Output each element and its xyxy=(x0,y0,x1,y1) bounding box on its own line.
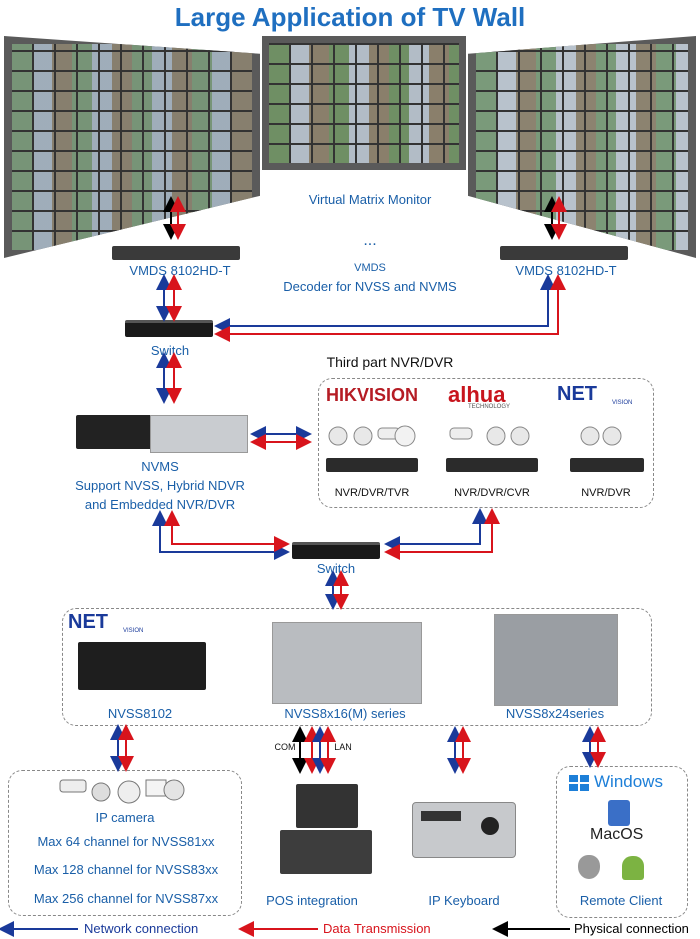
hikvision-logo: HIKVISION xyxy=(326,385,419,405)
legend-data: Data Transmission xyxy=(323,921,431,936)
monitor-wall-right xyxy=(468,36,696,258)
decoder-left-device xyxy=(112,246,240,260)
monitor-wall-center xyxy=(262,36,466,170)
netvision-logo-bottom: NET xyxy=(68,611,108,633)
ip-camera-icon xyxy=(59,779,185,804)
switch-mid-label: Switch xyxy=(316,561,356,576)
third-party-title: Third part NVR/DVR xyxy=(326,354,454,370)
remote-client-group xyxy=(556,766,688,918)
netvision-sub-top: VISION xyxy=(612,400,633,406)
nvr-label-netvision: NVR/DVR xyxy=(581,487,631,499)
max128-label: Max 128 channel for NVSS83xx xyxy=(33,862,219,877)
netvision-logo-top: NET xyxy=(557,383,597,405)
nvss8x24-label: NVSS8x24series xyxy=(505,706,605,721)
virtual-matrix-label: Virtual Matrix Monitor xyxy=(308,192,432,207)
pos-screen xyxy=(296,784,358,828)
max256-label: Max 256 channel for NVSS87xx xyxy=(33,891,219,906)
macos-label: MacOS xyxy=(590,826,644,843)
switch-top-device xyxy=(125,320,213,337)
nvss8x16-device xyxy=(272,622,422,704)
nvr-netvision-device xyxy=(570,458,644,472)
nvr-label-dahua: NVR/DVR/CVR xyxy=(454,487,530,499)
nvms-server-silver xyxy=(150,415,248,453)
ip-camera-label: IP camera xyxy=(95,810,155,825)
pos-label: POS integration xyxy=(266,893,358,908)
keyboard-label: IP Keyboard xyxy=(428,893,500,908)
decoder-desc: Decoder for NVSS and NVMS xyxy=(283,279,457,294)
third-party-group xyxy=(318,378,654,508)
nvr-dahua-device xyxy=(446,458,538,472)
nvr-hikvision-device xyxy=(326,458,418,472)
android-icon xyxy=(622,856,644,880)
nvss8102-label: NVSS8102 xyxy=(107,706,173,721)
decoder-left-label: VMDS 8102HD-T xyxy=(129,263,231,278)
max64-label: Max 64 channel for NVSS81xx xyxy=(37,834,215,849)
nvms-desc-line3: and Embedded NVR/DVR xyxy=(84,497,236,512)
ellipsis-label: ... xyxy=(363,232,377,249)
remote-client-label: Remote Client xyxy=(579,893,663,908)
nvss8102-device xyxy=(78,642,206,690)
nvss-group xyxy=(62,608,652,726)
nvms-label: NVMS xyxy=(141,459,179,474)
page-title: Large Application of TV Wall xyxy=(174,2,526,32)
ip-keyboard-device xyxy=(412,802,516,858)
nvr-label-hikvision: NVR/DVR/TVR xyxy=(334,487,410,499)
third-party-cameras xyxy=(328,425,622,447)
nvss8x24-device xyxy=(494,614,618,706)
dahua-sub: TECHNOLOGY xyxy=(468,404,511,410)
finder-icon xyxy=(608,800,630,826)
nvms-server-dark xyxy=(76,415,156,449)
switch-top-label: Switch xyxy=(150,343,190,358)
windows-label: Windows xyxy=(594,772,663,791)
vmds-label: VMDS xyxy=(354,262,386,274)
decoder-right-label: VMDS 8102HD-T xyxy=(515,263,617,278)
nvss8x16-label: NVSS8x16(M) series xyxy=(284,706,406,721)
pos-terminal xyxy=(280,830,372,874)
legend-physical: Physical connection xyxy=(574,921,689,936)
monitor-wall-left xyxy=(4,36,260,258)
legend-network: Network connection xyxy=(84,921,199,936)
decoder-right-device xyxy=(500,246,628,260)
lan-label: LAN xyxy=(334,742,352,752)
netvision-sub-bottom: VISION xyxy=(123,628,144,634)
windows-icon xyxy=(569,775,589,791)
com-label: COM xyxy=(274,742,296,752)
nvms-desc-line2: Support NVSS, Hybrid NDVR xyxy=(75,478,245,493)
switch-mid-device xyxy=(292,542,380,559)
apple-icon xyxy=(578,855,600,879)
dahua-logo: alhua xyxy=(448,382,506,407)
